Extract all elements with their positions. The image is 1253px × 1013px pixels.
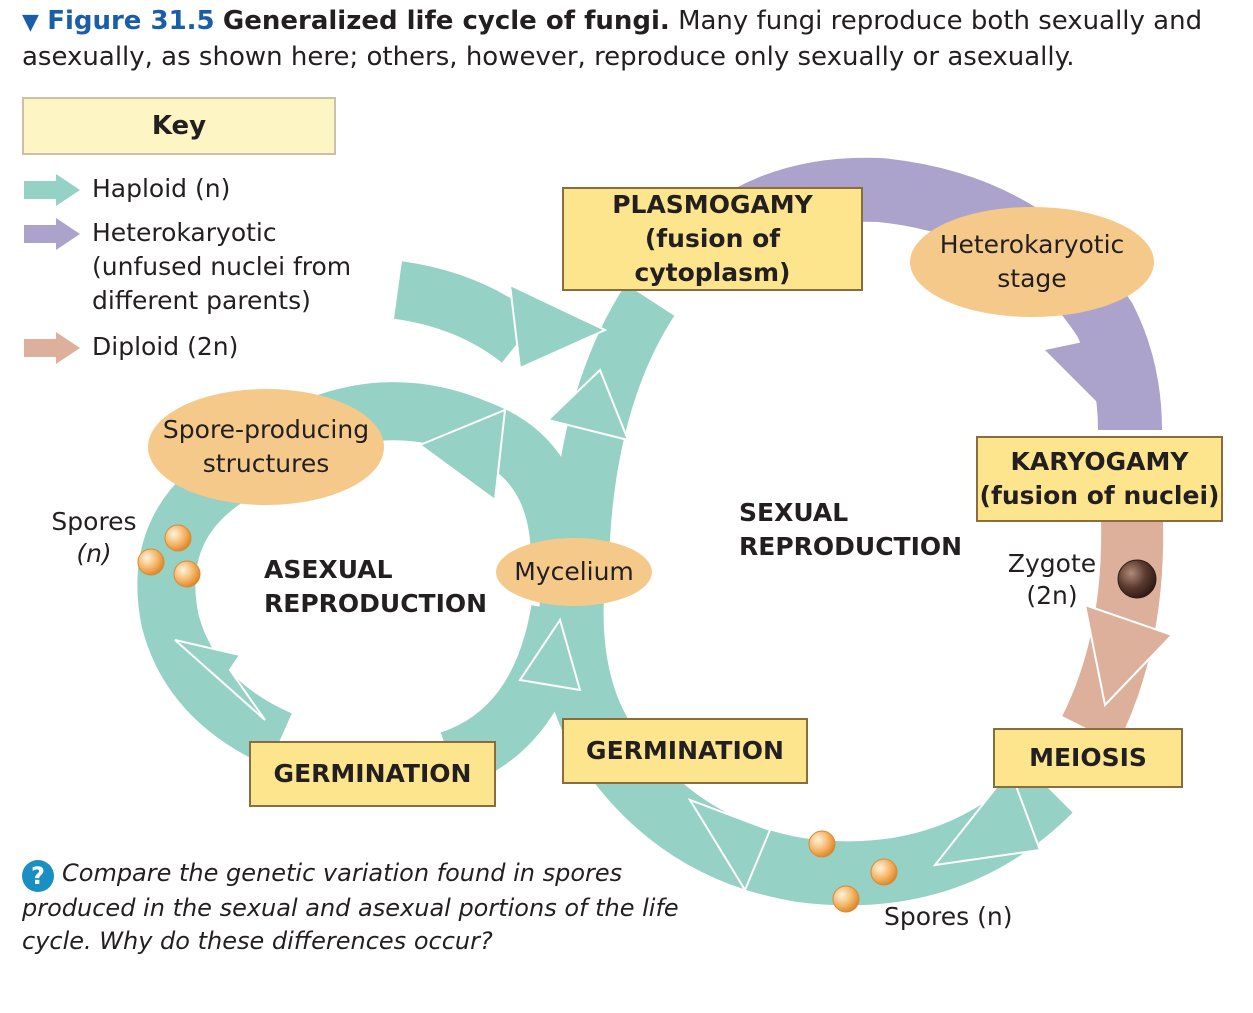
asexual-loop-left [137, 444, 293, 767]
asexual-spore [164, 524, 192, 552]
zygote-cell [1117, 559, 1157, 599]
germination-asexual-box: GERMINATION [249, 741, 496, 807]
mycelium-label: Mycelium [514, 557, 634, 586]
sexual-spore [808, 830, 836, 858]
asexual-reproduction-label: ASEXUAL REPRODUCTION [264, 555, 488, 618]
caption-marker: ▼ [22, 10, 39, 35]
figure-caption: ▼ Figure 31.5 Generalized life cycle of … [22, 4, 1232, 75]
spores-to-germination-arrowhead [174, 639, 266, 721]
mycelium-to-spore-structures-arrowhead [417, 408, 507, 502]
germination-sexual-arrowhead [687, 798, 772, 893]
germination-to-mycelium-arrowhead [518, 617, 582, 692]
heterokaryotic-stage-label: Heterokaryotic stage [939, 230, 1125, 293]
mycelium-oval [496, 538, 652, 606]
heterokaryotic-stage-oval [910, 207, 1154, 317]
legend-heterokaryotic-label: Heterokaryotic (unfused nuclei from diff… [92, 218, 352, 315]
heterokaryotic-arrowhead [1045, 330, 1140, 430]
incoming-haploid-arrowhead [508, 283, 608, 370]
diploid-arrowhead [1083, 603, 1174, 708]
asexual-spore [173, 560, 201, 588]
zygote-word: Zygote [1007, 549, 1097, 578]
zygote-label: Zygote (2n) [1000, 548, 1104, 612]
zygote-ploidy: (2n) [1026, 581, 1078, 610]
key-title: Key [22, 97, 336, 155]
question-icon: ? [22, 860, 54, 892]
asexual-spore [137, 548, 165, 576]
asexual-loop-lower [439, 604, 589, 788]
spores-asexual-label: Spores (n) [44, 506, 144, 570]
review-question: ?Compare the genetic variation found in … [22, 857, 702, 958]
haploid-legend-arrow [24, 174, 80, 206]
meiosis-box: MEIOSIS [993, 728, 1183, 788]
legend-diploid-label: Diploid (2n) [92, 332, 239, 361]
sexual-spore [870, 858, 898, 886]
figure-title: Generalized life cycle of fungi. [222, 6, 670, 36]
diploid-legend-arrow [24, 332, 80, 364]
sexual-reproduction-label: SEXUAL REPRODUCTION [739, 498, 963, 561]
karyogamy-box: KARYOGAMY (fusion of nuclei) [976, 436, 1223, 522]
plasmogamy-box: PLASMOGAMY (fusion of cytoplasm) [562, 187, 863, 291]
incoming-haploid-strand [393, 261, 539, 364]
spores-sexual-label: Spores (n) [884, 902, 1013, 931]
heterokaryotic-legend-arrow [24, 218, 80, 250]
spore-producing-structures-oval [148, 389, 384, 505]
spores-asexual-word: Spores [51, 507, 137, 536]
germination-sexual-box: GERMINATION [562, 718, 808, 784]
meiosis-spores-arrowhead [932, 767, 1042, 867]
legend-haploid-label: Haploid (n) [92, 174, 231, 203]
caption-text: Many fungi reproduce both sexually and a… [22, 6, 1203, 72]
sexual-spore [832, 885, 860, 913]
mycelium-to-plasmogamy-arrowhead [546, 368, 630, 442]
spores-asexual-ploidy: (n) [76, 539, 112, 568]
figure-number: Figure 31.5 [47, 6, 215, 36]
spore-producing-structures-label: Spore-producing structures [162, 415, 370, 478]
question-text: Compare the genetic variation found in s… [22, 859, 679, 955]
